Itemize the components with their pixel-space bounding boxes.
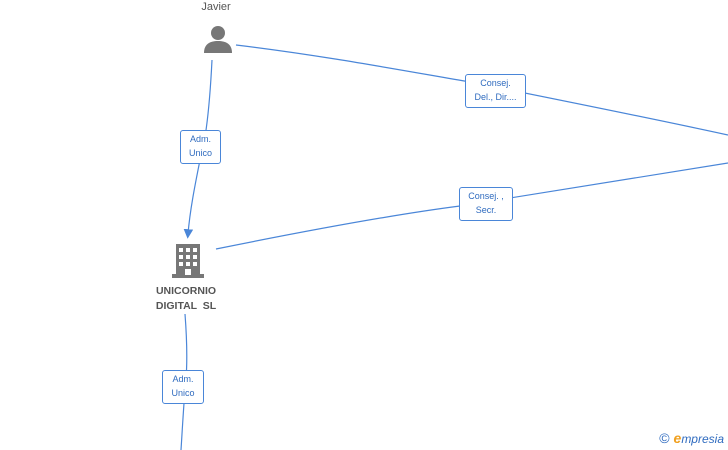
edge-label-line1: Adm. <box>172 374 194 384</box>
person-name[interactable]: Javier <box>201 1 231 13</box>
edge-label-line1: Adm. <box>189 134 211 144</box>
edge-label-line1: Consej. <box>480 78 511 88</box>
brand-name: mpresia <box>681 432 724 446</box>
edge-label-company-down[interactable]: Adm. Unico <box>162 370 204 404</box>
company-name-line2: DIGITAL SL <box>155 300 217 312</box>
brand-footer: ©empresia <box>659 430 724 446</box>
edge-label-person-company[interactable]: Adm. Unico <box>180 130 221 164</box>
edge-label-line2: Unico <box>171 388 195 398</box>
person-icon[interactable] <box>202 25 234 53</box>
edge-label-line2: Unico <box>188 148 212 158</box>
edge-label-company-right[interactable]: Consej. , Secr. <box>459 187 513 221</box>
edge-label-line1: Consej. , <box>468 191 504 201</box>
edge-label-line2: Del., Dir.... <box>474 92 517 102</box>
edge-label-line2: Secr. <box>475 205 497 215</box>
company-name[interactable]: UNICORNIO DIGITAL SL <box>130 284 242 314</box>
building-icon[interactable] <box>172 244 204 278</box>
edge-label-person-right[interactable]: Consej. Del., Dir.... <box>465 74 526 108</box>
copyright-icon: © <box>659 430 670 446</box>
company-name-line1: UNICORNIO <box>155 285 217 297</box>
brand-initial: e <box>673 430 682 446</box>
